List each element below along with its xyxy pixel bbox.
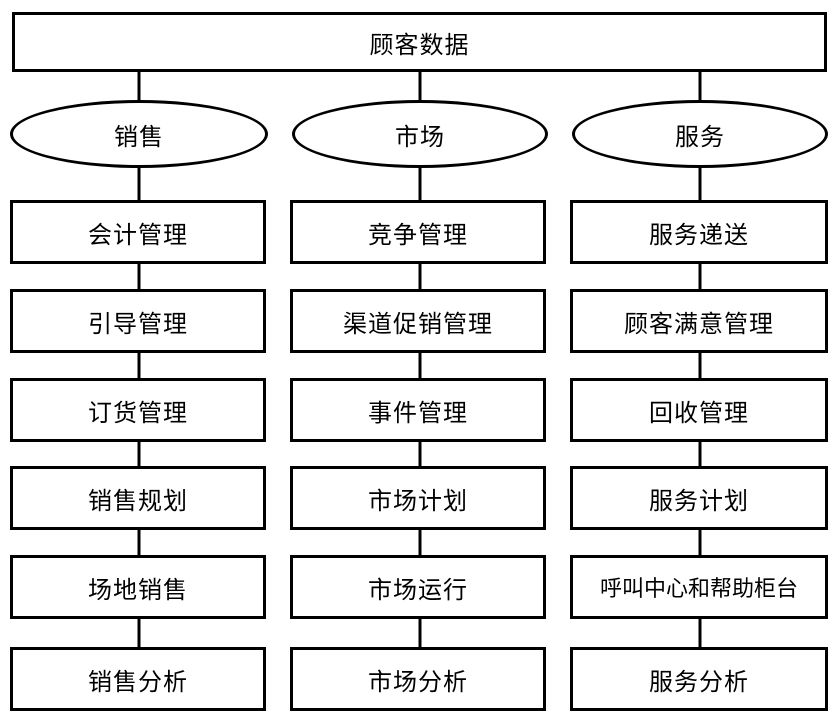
service-item-box: 呼叫中心和帮助柜台 (570, 555, 828, 619)
category-label: 服务 (675, 122, 725, 151)
item-label: 服务计划 (649, 486, 749, 515)
sales-item-box: 销售规划 (10, 466, 266, 530)
category-service-ellipse: 服务 (572, 100, 828, 168)
item-label: 市场运行 (368, 575, 468, 604)
item-label: 会计管理 (88, 220, 188, 249)
service-item-box: 服务递送 (570, 200, 828, 264)
market-item-box: 市场计划 (290, 466, 546, 530)
item-label: 服务递送 (649, 220, 749, 249)
item-label: 顾客满意管理 (624, 309, 774, 338)
category-label: 市场 (395, 122, 445, 151)
item-label: 竞争管理 (368, 220, 468, 249)
item-label: 服务分析 (649, 667, 749, 696)
item-label: 订货管理 (88, 398, 188, 427)
sales-item-box: 销售分析 (10, 647, 266, 711)
item-label: 事件管理 (368, 398, 468, 427)
market-item-box: 市场运行 (290, 555, 546, 619)
sales-item-box: 会计管理 (10, 200, 266, 264)
market-item-box: 渠道促销管理 (290, 289, 546, 353)
sales-item-box: 引导管理 (10, 289, 266, 353)
item-label: 场地销售 (88, 575, 188, 604)
root-customer-data-box: 顾客数据 (12, 12, 827, 72)
category-market-ellipse: 市场 (292, 100, 548, 168)
service-item-box: 服务分析 (570, 647, 828, 711)
market-item-box: 事件管理 (290, 378, 546, 442)
category-label: 销售 (114, 122, 164, 151)
market-item-box: 市场分析 (290, 647, 546, 711)
item-label: 销售规划 (88, 486, 188, 515)
service-item-box: 服务计划 (570, 466, 828, 530)
item-label: 销售分析 (88, 667, 188, 696)
item-label: 呼叫中心和帮助柜台 (599, 577, 798, 602)
root-label: 顾客数据 (369, 30, 470, 59)
category-sales-ellipse: 销售 (10, 100, 268, 168)
item-label: 渠道促销管理 (343, 309, 493, 338)
item-label: 引导管理 (88, 309, 188, 338)
service-item-box: 顾客满意管理 (570, 289, 828, 353)
item-label: 回收管理 (649, 398, 749, 427)
market-item-box: 竞争管理 (290, 200, 546, 264)
service-item-box: 回收管理 (570, 378, 828, 442)
item-label: 市场分析 (368, 667, 468, 696)
sales-item-box: 场地销售 (10, 555, 266, 619)
sales-item-box: 订货管理 (10, 378, 266, 442)
item-label: 市场计划 (368, 486, 468, 515)
